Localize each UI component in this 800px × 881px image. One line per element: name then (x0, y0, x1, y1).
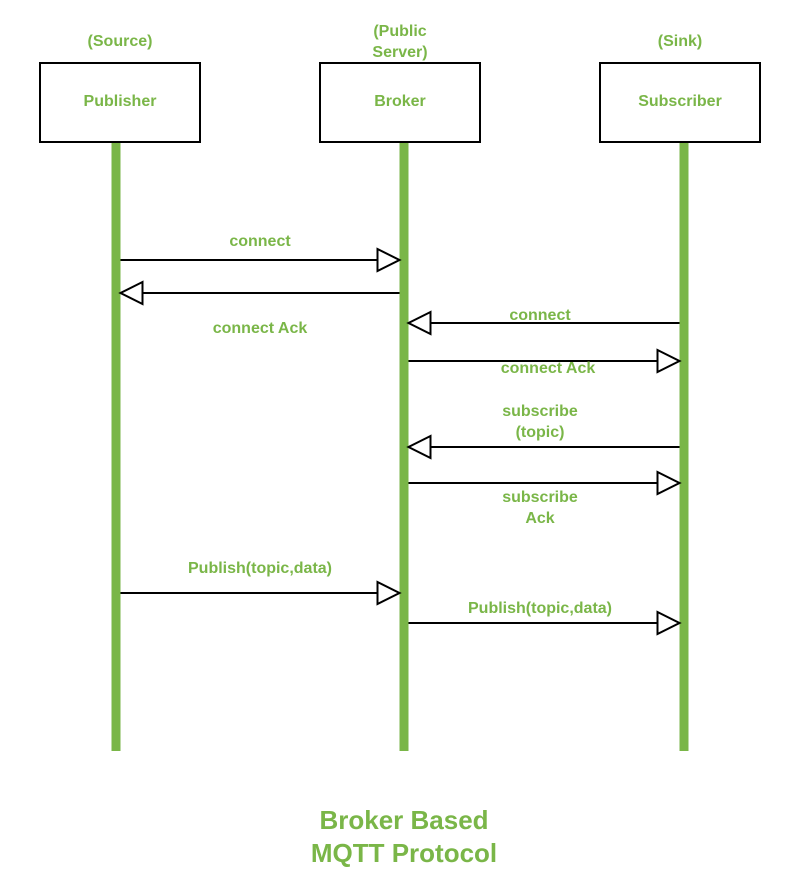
arrowhead-icon (376, 247, 402, 273)
arrowhead-icon (656, 610, 682, 636)
arrowhead-icon (406, 434, 432, 460)
message-broker-to-subscriber: connect Ack (408, 348, 682, 377)
lifeline-subscriber (679, 143, 689, 751)
arrowhead-icon (376, 580, 402, 606)
participant-role-label: (Sink) (658, 33, 702, 50)
message-subscriber-to-broker: connect (406, 307, 680, 336)
message-label: subscribe (502, 489, 578, 506)
message-broker-to-subscriber: Publish(topic,data) (408, 600, 682, 636)
arrowhead-icon (656, 348, 682, 374)
participant-name: Publisher (84, 93, 157, 110)
participant-subscriber: (Sink) Subscriber (599, 33, 761, 751)
message-label: connect Ack (501, 360, 596, 377)
participant-name: Broker (374, 93, 426, 110)
participant-box-subscriber (599, 62, 761, 143)
lifeline-publisher (111, 143, 121, 751)
participant-name: Subscriber (638, 93, 722, 110)
title-line-2: MQTT Protocol (311, 838, 497, 868)
message-label: (topic) (516, 424, 565, 441)
message-label: subscribe (502, 403, 578, 420)
title-line-1: Broker Based (319, 805, 488, 835)
participant-role-label: (Source) (88, 33, 153, 50)
message-publisher-to-broker: Publish(topic,data) (120, 560, 402, 606)
participant-role-label: (Public (373, 23, 426, 40)
arrowhead-icon (656, 470, 682, 496)
arrowhead-icon (406, 310, 432, 336)
message-publisher-to-broker: connect (120, 233, 402, 273)
message-subscriber-to-broker: subscribe (topic) (406, 403, 680, 460)
message-broker-to-publisher: connect Ack (118, 280, 400, 337)
message-label: connect Ack (213, 320, 308, 337)
diagram-title: Broker Based MQTT Protocol (311, 805, 497, 868)
lifeline-broker (399, 143, 409, 751)
participant-publisher: (Source) Publisher (39, 33, 201, 751)
participant-box-broker (319, 62, 481, 143)
message-label: connect (509, 307, 571, 324)
messages: connect connect Ack connect connect Ack subs… (118, 233, 682, 636)
arrowhead-icon (118, 280, 144, 306)
message-label: Publish(topic,data) (188, 560, 332, 577)
message-label: connect (229, 233, 291, 250)
message-label: Publish(topic,data) (468, 600, 612, 617)
participant-role-label: Server) (372, 44, 427, 61)
message-label: Ack (525, 510, 554, 527)
participant-box-publisher (39, 62, 201, 143)
